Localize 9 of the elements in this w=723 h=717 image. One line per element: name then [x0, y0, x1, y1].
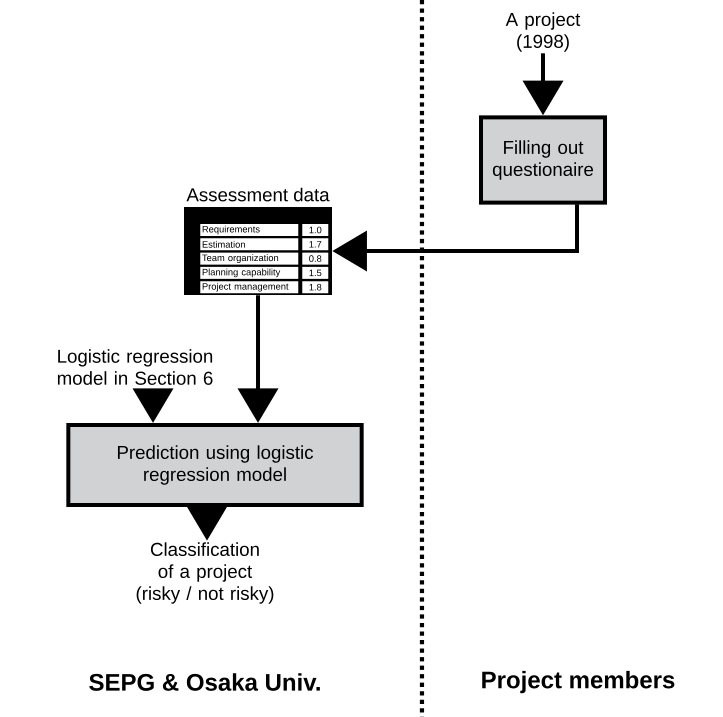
- data-table: Assessment data Requirements 1.0 Estimation 1.7 Team organization 0.8 Planning capability 1.5 Project management 1.8: [184, 188, 332, 295]
- process-box: Filling out questionaire: [479, 115, 608, 205]
- text-label: Classification of a project (risky / not risky): [136, 542, 274, 604]
- node-label: Assessment data: [186, 188, 330, 202]
- section-heading: Project members: [482, 670, 674, 694]
- process-box: Prediction using logistic regression model: [66, 423, 364, 507]
- text-label: Logistic regression model in Section 6: [58, 349, 212, 385]
- text-label: A project (1998): [506, 12, 580, 52]
- section-heading: SEPG & Osaka Univ.: [89, 673, 320, 691]
